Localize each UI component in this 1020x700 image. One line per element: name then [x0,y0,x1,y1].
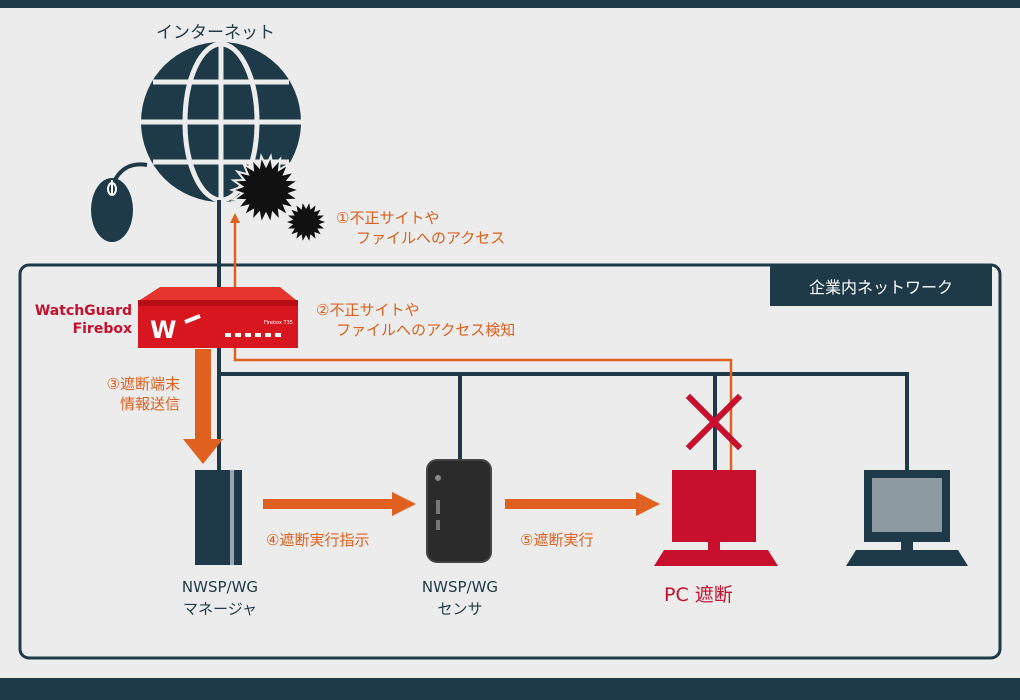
top-band [0,0,1020,8]
sensor-label-line2: センサ [437,600,483,618]
flow-arrows [183,349,660,516]
block-arrow-shaft [505,499,639,509]
manager-label-line1: NWSP/WG [181,578,259,596]
info-send-arrow-shaft [195,349,211,439]
network-badge: 企業内ネットワーク [770,266,992,306]
manager-label: NWSP/WG マネージャ [150,576,290,620]
step2-line1: ②不正サイトや [316,301,420,319]
pc-blocked-label: PC 遮断 [664,584,733,606]
firebox-device: W Firebox T35 [138,287,298,348]
firebox-label: WatchGuard Firebox [18,302,132,338]
firebox-label-line2: Firebox [72,321,132,337]
virus-icon [228,153,331,247]
server-icon [195,470,242,565]
sensor-device-icon [426,459,492,563]
pc-icon [654,470,778,566]
internet-label: インターネット [156,23,275,43]
network-wiring [217,200,909,470]
firebox-label-line1: WatchGuard [34,303,132,319]
command-arrow-shaft [263,499,395,509]
access-path-arrow [230,213,733,470]
sensor-label-line1: NWSP/WG [421,578,499,596]
step2-line2: ファイルへのアクセス検知 [336,321,516,339]
step3-line2: 情報送信 [119,395,180,413]
step5-label: ⑤遮断実行 [520,531,594,549]
manager-label-line2: マネージャ [183,600,257,618]
info-send-arrow-head [183,439,223,464]
command-arrow-head [392,492,416,516]
step1-line2: ファイルへのアクセス [356,229,506,247]
step3-label: ③遮断端末 情報送信 [84,374,180,414]
svg-text:W: W [150,316,176,344]
step1-line1: ①不正サイトや [336,209,440,227]
block-arrow-head [636,492,660,516]
step2-label: ②不正サイトや ファイルへのアクセス検知 [316,300,515,340]
step4-label: ④遮断実行指示 [266,531,370,549]
step1-label: ①不正サイトや ファイルへのアクセス [336,208,505,248]
network-frame [18,263,1002,660]
firebox-model-text: Firebox T35 [264,320,293,326]
sensor-label: NWSP/WG センサ [390,576,530,620]
laptop-icon [846,470,968,566]
block-x-icon [685,393,743,451]
bottom-band [0,678,1020,700]
mouse-icon [91,162,148,242]
step3-line1: ③遮断端末 [106,375,180,393]
